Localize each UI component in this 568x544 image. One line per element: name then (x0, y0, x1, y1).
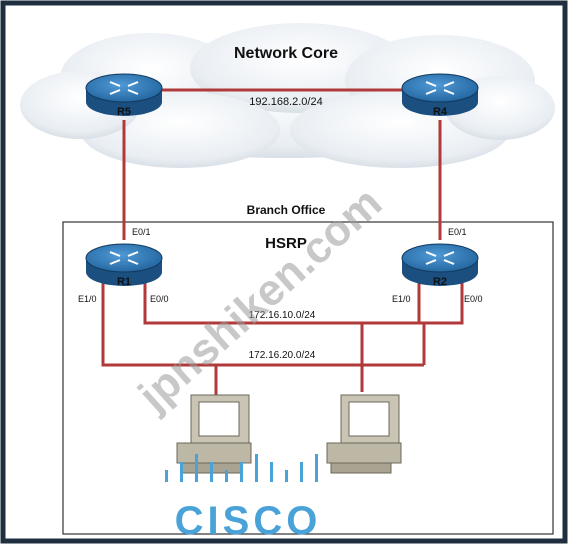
router-arrows-icon (109, 81, 139, 95)
router-arrows-icon (109, 251, 139, 265)
hsrp-label: HSRP (265, 235, 307, 252)
router-r2: R2 (401, 243, 479, 288)
router-label: R1 (117, 276, 131, 288)
r2-e00-label: E0/0 (464, 294, 483, 304)
core-subnet: 192.168.2.0/24 (249, 96, 322, 108)
router-label: R4 (433, 106, 448, 118)
r2-e10-label: E1/0 (392, 294, 411, 304)
router-arrows-icon (425, 251, 455, 265)
router-r5: R5 (85, 73, 163, 118)
cisco-logo-text: CISCO (175, 499, 322, 543)
lan2-subnet: 172.16.20.0/24 (249, 350, 316, 361)
router-r1: R1 (85, 243, 163, 288)
router-label: R2 (433, 276, 447, 288)
r2-e01-label: E0/1 (448, 227, 467, 237)
links (101, 88, 464, 395)
router-r4: R4 (401, 73, 479, 118)
pc-case-icon (326, 442, 402, 464)
lan1-subnet: 172.16.10.0/24 (249, 310, 316, 321)
branch-office-title: Branch Office (247, 203, 326, 217)
keyboard-icon (330, 462, 392, 474)
core-title: Network Core (234, 45, 338, 62)
lan1-segment (143, 282, 464, 325)
cisco-logo: CISCO (165, 454, 322, 543)
router-arrows-icon (425, 81, 455, 95)
lan2-segment (101, 282, 424, 367)
router-label: R5 (117, 106, 131, 118)
branch-office-box (62, 221, 554, 535)
r1-e00-label: E0/0 (150, 294, 169, 304)
pc-1 (176, 394, 252, 474)
pc-2 (326, 394, 402, 474)
pc-case-icon (176, 442, 252, 464)
r1-e10-label: E1/0 (78, 294, 97, 304)
r1-e01-label: E0/1 (132, 227, 151, 237)
